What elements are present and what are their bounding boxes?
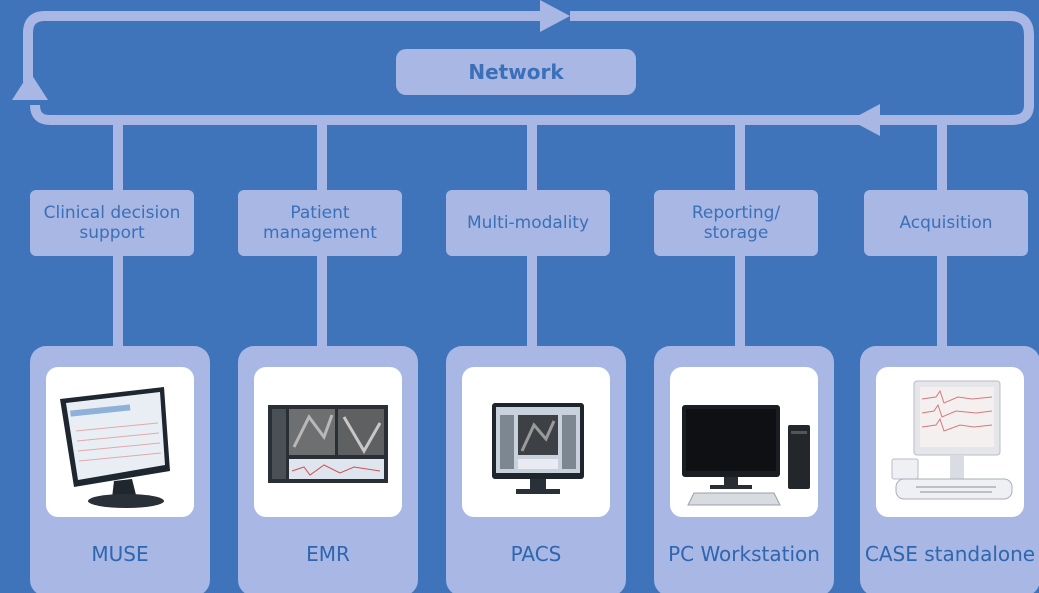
system-card-pc-workstation: PC Workstation	[654, 346, 834, 593]
system-label-emr: EMR	[306, 542, 350, 566]
monitor-icon	[46, 367, 194, 517]
network-loop-line	[23, 11, 545, 82]
ecg-cart-icon	[876, 367, 1024, 517]
category-clinical-decision-support: Clinical decision support	[30, 190, 194, 256]
arrow-left-icon	[850, 104, 880, 136]
system-label-pc-workstation: PC Workstation	[668, 542, 820, 566]
network-label: Network	[396, 49, 636, 95]
network-loop-line-bottom	[30, 104, 860, 125]
emr-screen-icon	[254, 367, 402, 517]
network-loop-line-right	[570, 11, 1034, 125]
system-label-case-standalone: CASE standalone	[864, 542, 1036, 566]
system-label-muse: MUSE	[91, 542, 149, 566]
category-multi-modality: Multi-modality	[446, 190, 610, 256]
arrow-up-icon	[12, 72, 48, 100]
category-patient-management: Patient management	[238, 190, 402, 256]
system-label-pacs: PACS	[510, 542, 562, 566]
category-acquisition: Acquisition	[864, 190, 1028, 256]
system-card-muse: MUSE	[30, 346, 210, 593]
pc-workstation-icon	[670, 367, 818, 517]
pacs-monitor-icon	[462, 367, 610, 517]
category-reporting-storage: Reporting/ storage	[654, 190, 818, 256]
system-card-emr: EMR	[238, 346, 418, 593]
arrow-right-icon	[540, 0, 570, 32]
system-card-case-standalone: CASE standalone	[860, 346, 1039, 593]
system-card-pacs: PACS	[446, 346, 626, 593]
